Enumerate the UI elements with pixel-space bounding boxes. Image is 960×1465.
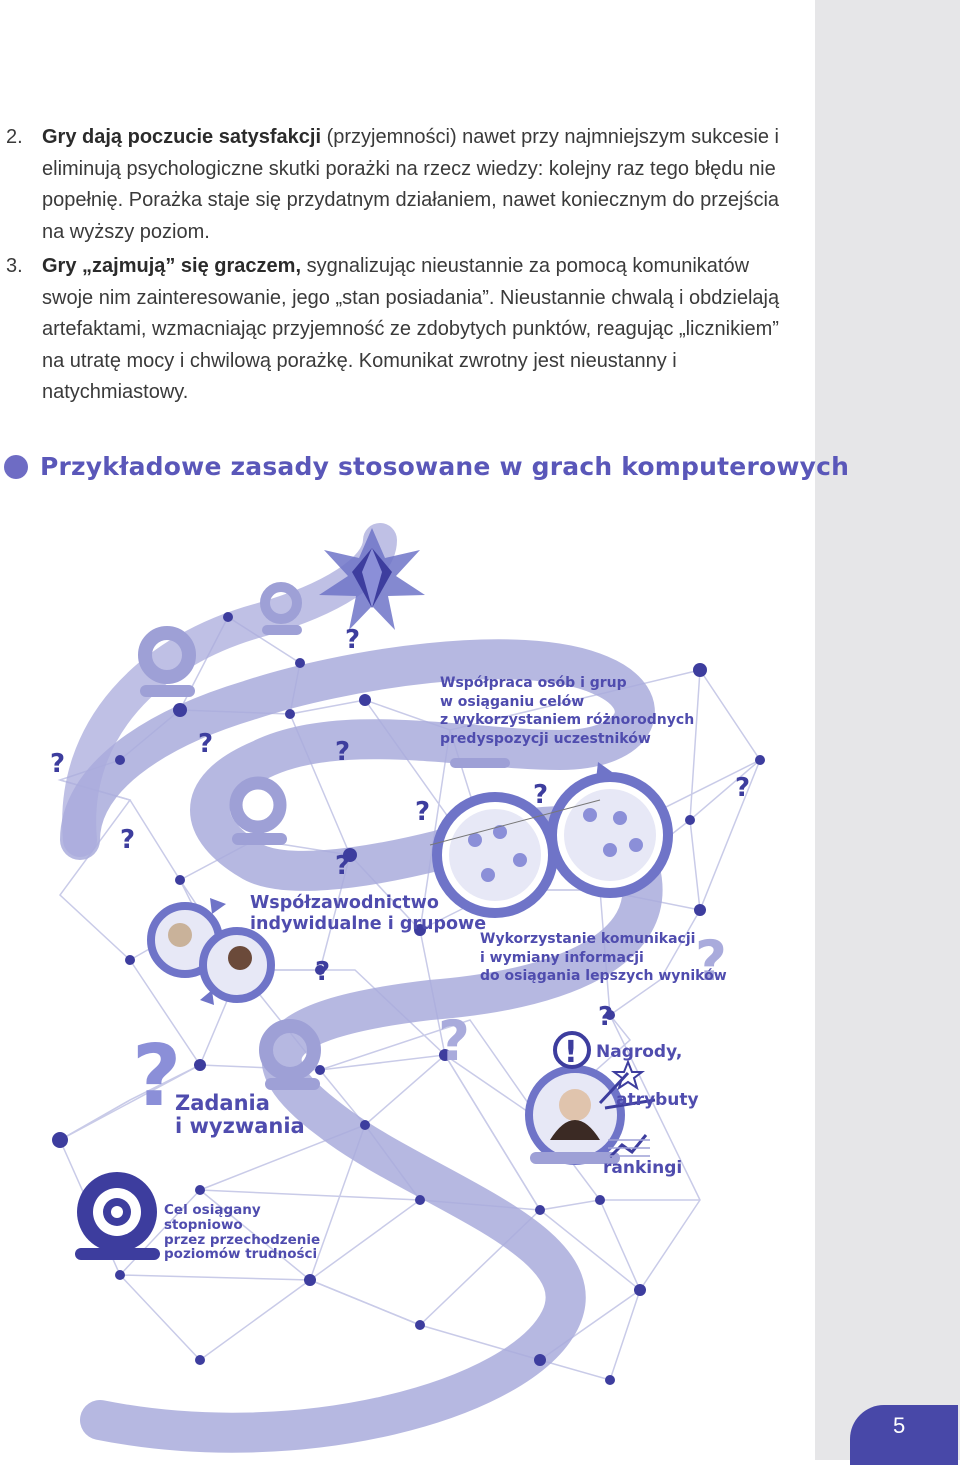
page-number: 5 [893, 1413, 906, 1438]
team-photo-1 [449, 809, 541, 901]
question-icon: ? [345, 625, 360, 655]
target-icon [75, 1172, 160, 1260]
question-icon: ? [335, 737, 350, 767]
player-marker-icons [138, 582, 510, 1090]
page-number-tab [850, 1405, 958, 1465]
tasks-label: Zadania i wyzwania [175, 1091, 305, 1138]
question-icon: ? [735, 773, 750, 803]
cooperation-cycle [429, 762, 673, 918]
question-icon: ? [120, 825, 135, 855]
ranking-grid [608, 1139, 650, 1157]
question-icon: ? [315, 957, 330, 987]
big-question-icon: ? [132, 1027, 181, 1126]
exclamation-icon: ! [553, 1031, 591, 1070]
question-icon: ? [533, 780, 548, 810]
section-title: Przykładowe zasady stosowane w grach kom… [40, 452, 850, 481]
question-icon: ? [335, 851, 350, 881]
question-icon: ? [598, 1002, 613, 1032]
list-item: 3. Gry „zajmują” się graczem, sygnalizuj… [0, 251, 790, 409]
competition-label: Współzawodnictwo indywidualne i grupowe [250, 893, 487, 934]
question-icon: ? [695, 929, 727, 993]
numbered-list: 2. Gry dają poczucie satysfakcji (przyje… [0, 122, 790, 412]
list-item-bold: Gry dają poczucie satysfakcji [42, 126, 322, 148]
goal-label: Cel osiągany stopniowo przez przechodzen… [164, 1202, 321, 1263]
question-icon: ? [438, 1009, 470, 1073]
diagram-graphic: ? ? ? ? ? ? ? ? ? ? ? ? ? ? ! [50, 523, 765, 1453]
star-gem-icon [319, 528, 425, 630]
game-rules-diagram: ? ? ? ? ? ? ? ? ? ? ? ? ? ? ! [0, 500, 815, 1460]
list-item-text: sygnalizując nieustannie za pomocą komun… [42, 255, 780, 403]
small-star-icon [611, 1059, 645, 1091]
bullet-dot-icon [4, 454, 28, 479]
rankings-label: rankingi [603, 1158, 683, 1178]
section-heading: Przykładowe zasady stosowane w grach kom… [4, 452, 849, 481]
competition-icon [147, 898, 275, 1005]
rewards-label: Nagrody, [596, 1042, 683, 1062]
rewards-portrait [525, 1065, 656, 1165]
communication-label: Wykorzystanie komunikacji i wymiany info… [480, 931, 727, 984]
question-icon: ? [415, 797, 430, 827]
list-number: 2. [6, 126, 23, 148]
question-icon: ? [198, 729, 213, 759]
winding-path [60, 639, 663, 1453]
list-item-text: (przyjemności) nawet przy najmniejszym s… [42, 126, 780, 243]
list-item: 2. Gry dają poczucie satysfakcji (przyje… [0, 122, 790, 248]
exclamation-mark: ! [564, 1035, 578, 1070]
attributes-label: atrybuty [616, 1090, 699, 1110]
question-icon: ? [50, 749, 65, 779]
list-item-bold: Gry „zajmują” się graczem, [42, 255, 302, 277]
list-number: 3. [6, 255, 23, 277]
question-marks: ? ? ? ? ? ? ? ? ? ? ? ? ? ? [50, 625, 750, 1126]
team-photo-2 [564, 789, 656, 881]
cooperation-label: Współpraca osób i grup w osiąganiu celów… [440, 675, 695, 747]
side-strip [815, 0, 960, 1460]
